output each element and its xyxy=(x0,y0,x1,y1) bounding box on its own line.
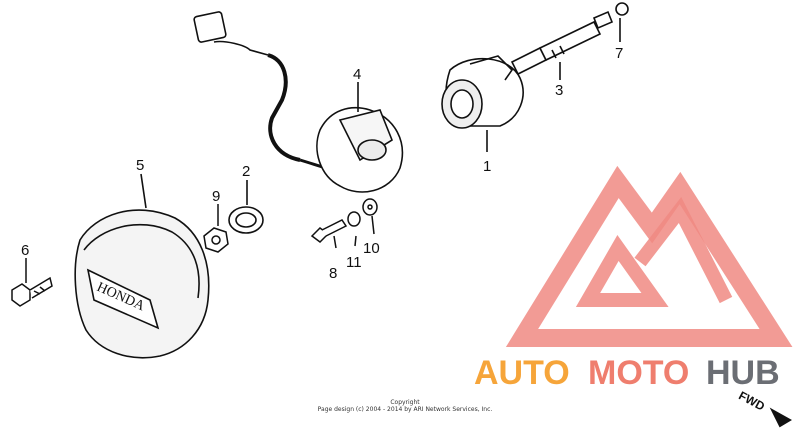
forward-arrow-icon xyxy=(769,407,792,428)
callout-8: 8 xyxy=(329,265,337,282)
callout-2: 2 xyxy=(242,163,250,180)
watermark-auto: AUTO xyxy=(474,354,570,392)
watermark-text: AUTO MOTO HUB xyxy=(474,354,780,392)
part-8-screw xyxy=(310,219,348,249)
part-11-washer xyxy=(347,211,361,247)
callout-1: 1 xyxy=(483,158,491,175)
callout-7: 7 xyxy=(615,45,623,62)
part-5-cover: HONDA xyxy=(74,173,210,359)
callout-9: 9 xyxy=(212,188,220,205)
callout-6: 6 xyxy=(21,242,29,259)
part-7-oring xyxy=(615,2,629,42)
copyright-line-1: Copyright xyxy=(390,399,420,406)
part-4-stator xyxy=(193,11,404,193)
part-6-bolt xyxy=(11,258,53,307)
callout-5: 5 xyxy=(136,157,144,174)
copyright-line-2: Page design (c) 2004 - 2014 by ARI Netwo… xyxy=(317,406,493,413)
callout-4: 4 xyxy=(353,66,361,83)
callout-3: 3 xyxy=(555,82,563,99)
watermark-logo xyxy=(505,165,793,347)
watermark-moto: MOTO xyxy=(588,354,689,392)
watermark-hub: HUB xyxy=(706,354,780,392)
callout-11: 11 xyxy=(346,254,362,271)
copyright-notice: Copyright Page design (c) 2004 - 2014 by… xyxy=(300,399,510,413)
callout-labels: 1 2 3 4 5 6 7 8 9 10 11 xyxy=(21,45,623,282)
part-10-washer xyxy=(362,198,378,235)
callout-10: 10 xyxy=(363,240,380,257)
part-9-nut xyxy=(203,204,229,253)
part-1-housing xyxy=(441,55,524,152)
part-3-shaft xyxy=(510,10,614,80)
part-2-ring xyxy=(228,180,264,234)
